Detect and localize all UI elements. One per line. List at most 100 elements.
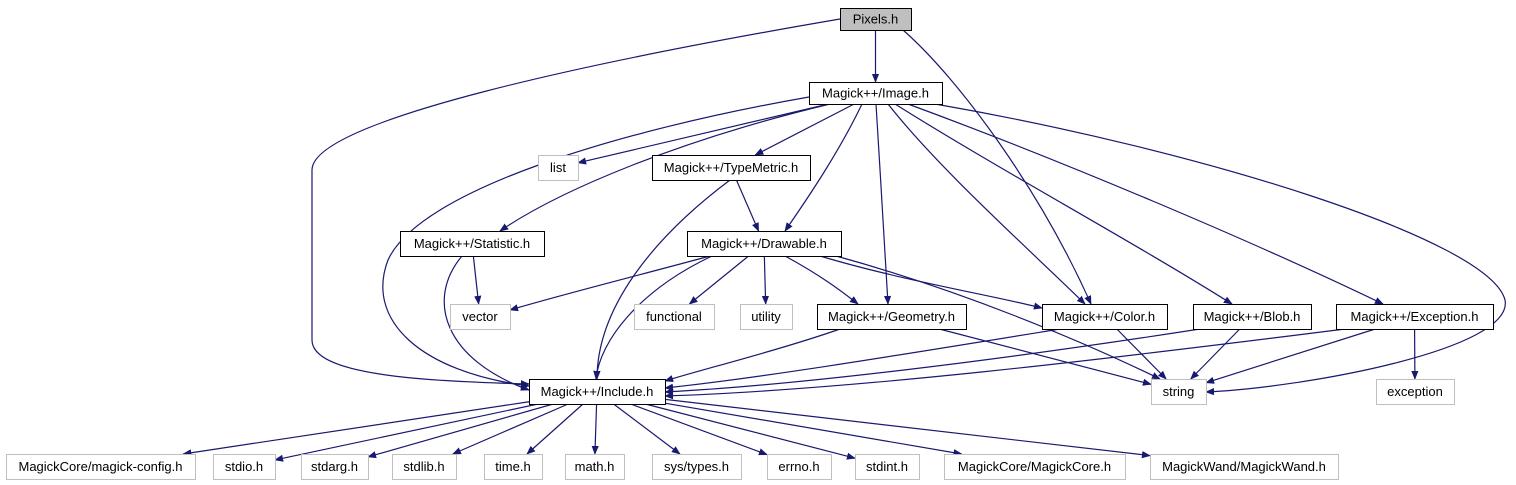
node-magickcore: MagickCore/MagickCore.h — [944, 454, 1126, 480]
node-box-geometry — [817, 304, 967, 330]
edge-image-to-list — [577, 103, 829, 165]
node-magickwand: MagickWand/MagickWand.h — [1150, 454, 1339, 480]
node-label-exception_h: Magick++/Exception.h — [1351, 309, 1479, 324]
node-geometry[interactable]: Magick++/Geometry.h — [817, 304, 967, 330]
node-box-include — [529, 379, 666, 405]
node-box-magickconfig — [6, 454, 196, 480]
node-systypes: sys/types.h — [652, 454, 742, 480]
edge-geometry-to-string — [939, 328, 1152, 386]
node-box-stdarg — [301, 454, 369, 480]
node-label-stdlib: stdlib.h — [403, 459, 444, 474]
edge-include-to-magickconfig — [182, 401, 530, 457]
edge-include-to-systypes — [613, 403, 681, 455]
node-exception: exception — [1376, 379, 1455, 405]
node-box-vector — [450, 304, 511, 330]
edge-blob-to-string — [1190, 328, 1241, 380]
edge-include-to-stdio — [274, 403, 539, 462]
node-stdlib: stdlib.h — [392, 454, 457, 480]
node-box-image — [809, 82, 943, 105]
node-string: string — [1151, 379, 1207, 405]
node-label-color: Magick++/Color.h — [1054, 309, 1155, 324]
edge-image-to-color — [887, 103, 1086, 305]
node-box-stdio — [213, 454, 276, 480]
node-time: time.h — [484, 454, 543, 480]
node-box-functional — [634, 304, 715, 330]
node-stdint: stdint.h — [855, 454, 920, 480]
edge-drawable-to-utility — [761, 255, 770, 305]
edge-blob-to-include — [664, 328, 1201, 396]
node-label-vector: vector — [462, 309, 498, 324]
node-box-math — [565, 454, 625, 480]
node-label-systypes: sys/types.h — [664, 459, 729, 474]
node-typemetric[interactable]: Magick++/TypeMetric.h — [652, 155, 811, 181]
node-blob[interactable]: Magick++/Blob.h — [1193, 304, 1312, 330]
node-box-stdlib — [392, 454, 457, 480]
node-label-magickconfig: MagickCore/magick-config.h — [18, 459, 182, 474]
node-box-time — [484, 454, 543, 480]
node-label-errno: errno.h — [778, 459, 819, 474]
node-drawable[interactable]: Magick++/Drawable.h — [687, 231, 842, 257]
edge-include-to-time — [526, 403, 584, 455]
node-magickconfig: MagickCore/magick-config.h — [6, 454, 196, 480]
node-box-color — [1042, 304, 1168, 330]
edge-include-to-magickwand — [664, 398, 1151, 459]
node-label-drawable: Magick++/Drawable.h — [701, 236, 827, 251]
node-box-string — [1151, 379, 1207, 405]
node-label-geometry: Magick++/Geometry.h — [828, 309, 955, 324]
node-box-systypes — [652, 454, 742, 480]
node-label-magickwand: MagickWand/MagickWand.h — [1162, 459, 1326, 474]
node-label-time: time.h — [495, 459, 530, 474]
node-label-image: Magick++/Image.h — [822, 86, 929, 101]
edge-image-to-geometry — [875, 103, 892, 305]
node-box-exception — [1376, 379, 1455, 405]
node-stdarg: stdarg.h — [301, 454, 369, 480]
node-box-magickcore — [944, 454, 1126, 480]
node-include[interactable]: Magick++/Include.h — [529, 379, 666, 405]
edge-drawable-to-string — [835, 255, 1161, 380]
edge-pixels-to-color — [902, 29, 1092, 305]
edge-geometry-to-include — [664, 328, 841, 383]
node-box-blob — [1193, 304, 1312, 330]
edge-include-to-math — [591, 403, 599, 455]
node-box-list — [538, 155, 579, 181]
edge-statistic-to-vector — [472, 255, 482, 305]
node-label-math: math.h — [575, 459, 615, 474]
edge-drawable-to-include — [593, 255, 713, 380]
node-exception_h[interactable]: Magick++/Exception.h — [1336, 304, 1494, 330]
edge-drawable-to-color — [819, 255, 1043, 310]
edge-image-to-exception_h — [907, 103, 1384, 305]
node-label-typemetric: Magick++/TypeMetric.h — [664, 160, 798, 175]
node-label-utility: utility — [751, 309, 781, 324]
edge-image-to-blob — [894, 103, 1233, 305]
edge-image-to-typemetric — [754, 103, 855, 156]
node-label-functional: functional — [646, 309, 702, 324]
edge-include-to-stdint — [645, 403, 856, 460]
node-color[interactable]: Magick++/Color.h — [1042, 304, 1168, 330]
edge-exception_h-to-string — [1205, 328, 1376, 384]
node-box-errno — [767, 454, 832, 480]
node-label-string: string — [1163, 384, 1195, 399]
node-image[interactable]: Magick++/Image.h — [809, 82, 943, 105]
edge-typemetric-to-include — [593, 179, 731, 380]
node-list: list — [538, 155, 579, 181]
node-label-list: list — [550, 160, 566, 175]
node-errno: errno.h — [767, 454, 832, 480]
node-math: math.h — [565, 454, 625, 480]
node-label-stdio: stdio.h — [225, 459, 263, 474]
node-box-magickwand — [1150, 454, 1339, 480]
edge-image-to-statistic — [499, 103, 831, 232]
node-label-blob: Magick++/Blob.h — [1204, 309, 1301, 324]
node-statistic[interactable]: Magick++/Statistic.h — [400, 231, 545, 257]
node-label-exception: exception — [1387, 384, 1443, 399]
edge-image-to-string — [934, 103, 1506, 396]
edge-include-to-stdlib — [452, 403, 569, 455]
edge-drawable-to-geometry — [784, 255, 859, 305]
node-box-exception_h — [1336, 304, 1494, 330]
edge-image-to-drawable — [784, 103, 863, 232]
node-label-stdint: stdint.h — [866, 459, 908, 474]
node-pixels[interactable]: Pixels.h — [840, 8, 912, 31]
edge-pixels-to-include — [311, 18, 841, 388]
node-box-utility — [740, 304, 793, 330]
